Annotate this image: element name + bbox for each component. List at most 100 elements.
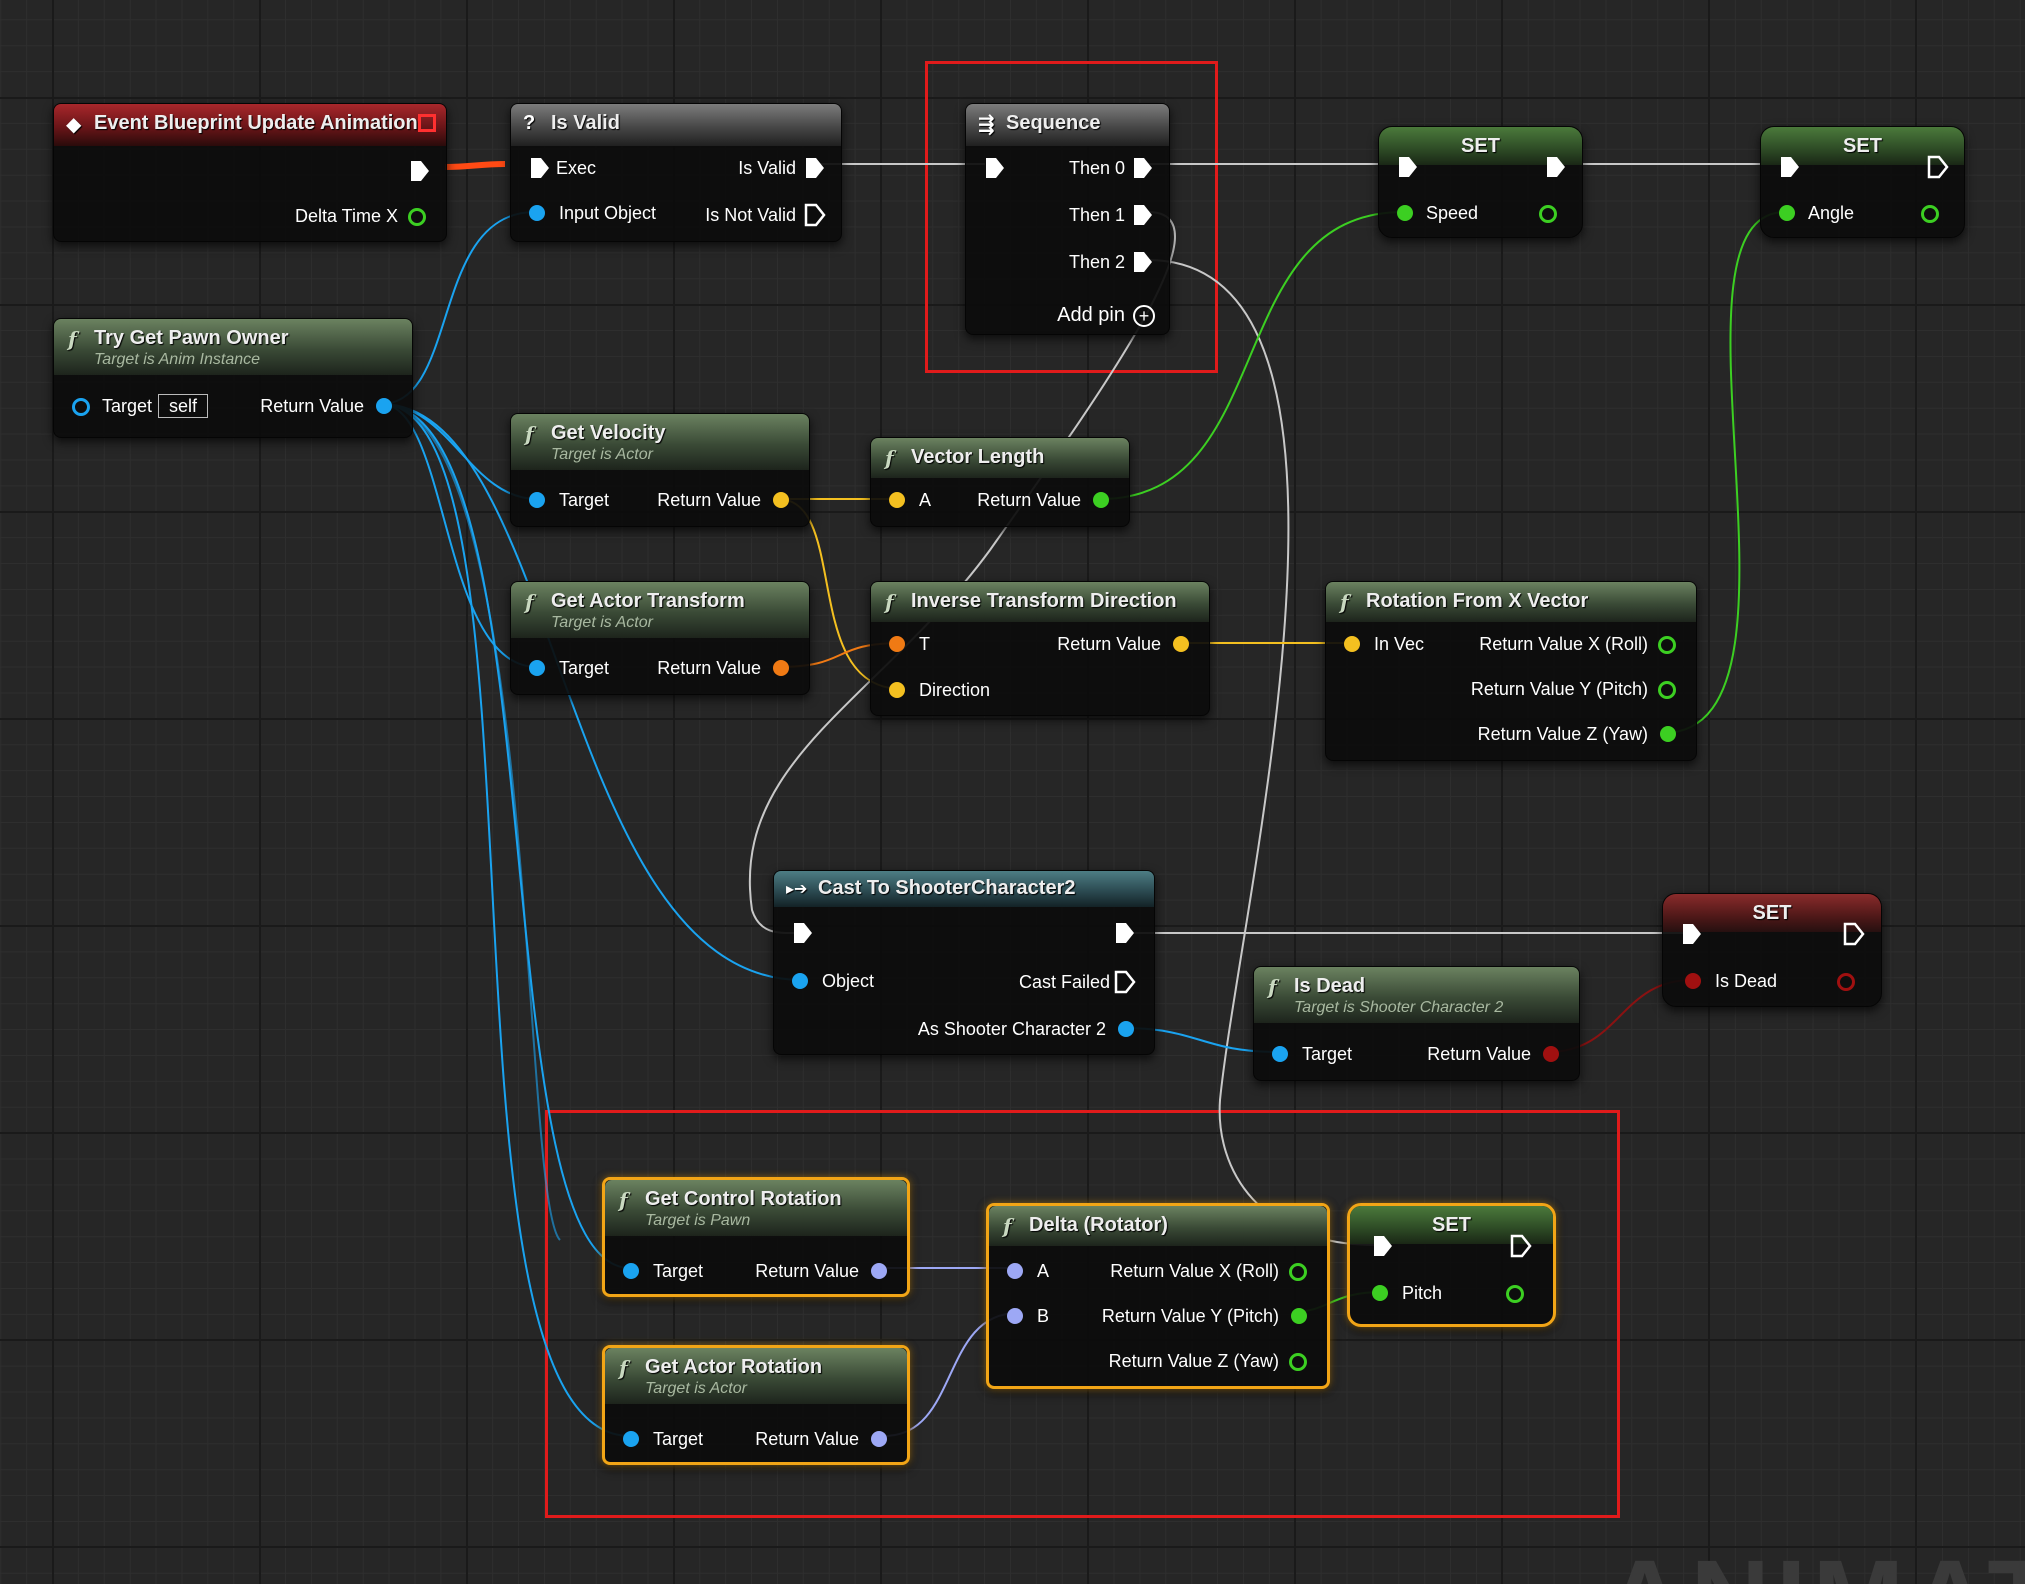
node-get-actor-rotation[interactable]: f Get Actor Rotation Target is Actor Tar…: [602, 1345, 910, 1465]
pin-return-value[interactable]: [871, 1263, 887, 1279]
pin-label-then0: Then 0: [1068, 158, 1125, 178]
pin-pitch[interactable]: [1291, 1308, 1307, 1324]
pin-is-dead-out[interactable]: [1837, 973, 1855, 991]
pin-in-vec[interactable]: [1344, 636, 1360, 652]
pin-label-return-value: Return Value: [755, 1261, 859, 1281]
pin-angle-in[interactable]: [1779, 205, 1795, 221]
wire-float-yaw-angle: [1662, 211, 1786, 734]
node-get-control-rotation[interactable]: f Get Control Rotation Target is Pawn Ta…: [602, 1177, 910, 1297]
node-header: f Delta (Rotator): [989, 1206, 1327, 1246]
pin-return-value[interactable]: [1093, 492, 1109, 508]
pin-target[interactable]: [72, 398, 90, 416]
pin-target[interactable]: [1272, 1046, 1288, 1062]
pin-return-value[interactable]: [773, 660, 789, 676]
pin-label-return-value: Return Value: [977, 490, 1081, 510]
node-vector-length[interactable]: f Vector Length A Return Value: [870, 437, 1130, 527]
sequence-icon: ⇶: [978, 114, 995, 136]
node-title: Inverse Transform Direction: [911, 590, 1177, 612]
pin-label-exec: Exec: [556, 158, 597, 178]
pin-label-pitch: Return Value Y (Pitch): [1470, 679, 1648, 699]
node-event-update-animation[interactable]: ◆ Event Blueprint Update Animation Delta…: [53, 103, 447, 242]
pin-is-dead-in[interactable]: [1685, 973, 1701, 989]
cast-arrow-icon: ▸➔: [786, 881, 808, 898]
pin-label-return-value: Return Value: [755, 1429, 859, 1449]
pin-pitch-out[interactable]: [1506, 1285, 1524, 1303]
node-header: ▸➔ Cast To ShooterCharacter2: [774, 871, 1154, 907]
node-title: SET: [1752, 902, 1792, 924]
node-delta-rotator[interactable]: f Delta (Rotator) A Return Value X (Roll…: [986, 1203, 1330, 1389]
pin-pitch-in[interactable]: [1372, 1285, 1388, 1301]
node-header: f Get Control Rotation Target is Pawn: [605, 1180, 907, 1236]
event-diamond-icon: ◆: [66, 114, 82, 136]
pin-return-value[interactable]: [871, 1431, 887, 1447]
node-is-valid[interactable]: ? Is Valid Exec Is Valid Input Object Is…: [510, 103, 842, 242]
function-icon: f: [525, 422, 534, 446]
pin-label-b: B: [1037, 1306, 1050, 1326]
node-set-speed[interactable]: SET Speed: [1378, 126, 1583, 238]
node-title: Rotation From X Vector: [1366, 590, 1589, 612]
node-subtitle: Target is Pawn: [645, 1212, 751, 1229]
node-title: Event Blueprint Update Animation: [94, 112, 418, 134]
pin-return-value[interactable]: [773, 492, 789, 508]
node-sequence[interactable]: ⇶ Sequence Then 0 Then 1 Then 2 Add pin+: [965, 103, 1170, 335]
pin-label-target: Target: [559, 490, 610, 510]
node-header: f Rotation From X Vector: [1326, 582, 1696, 622]
pin-label-cast-failed: Cast Failed: [1018, 972, 1110, 992]
node-set-pitch[interactable]: SET Pitch: [1347, 1203, 1556, 1327]
node-get-actor-transform[interactable]: f Get Actor Transform Target is Actor Ta…: [510, 581, 810, 695]
pin-speed-out[interactable]: [1539, 205, 1557, 223]
pin-roll[interactable]: [1658, 636, 1676, 654]
pin-label-a: A: [1037, 1261, 1050, 1281]
pin-return-value[interactable]: [1543, 1046, 1559, 1062]
function-icon: f: [885, 446, 894, 470]
pin-target[interactable]: [529, 660, 545, 676]
pin-target[interactable]: [529, 492, 545, 508]
node-try-get-pawn-owner[interactable]: f Try Get Pawn Owner Target is Anim Inst…: [53, 318, 413, 438]
pin-t[interactable]: [889, 636, 905, 652]
pin-angle-out[interactable]: [1921, 205, 1939, 223]
pin-label-target: Target: [559, 658, 610, 678]
node-header: f Get Actor Rotation Target is Actor: [605, 1348, 907, 1404]
function-icon: f: [619, 1356, 628, 1380]
pin-yaw[interactable]: [1660, 726, 1676, 742]
pin-as-shooter[interactable]: [1118, 1021, 1134, 1037]
function-icon: f: [1340, 590, 1349, 614]
node-title: Get Actor Transform: [551, 590, 745, 612]
wire-obj-pawn-controlrot: [380, 403, 631, 1269]
pin-delta-time[interactable]: [408, 208, 426, 226]
self-field[interactable]: self: [158, 394, 209, 418]
node-is-dead[interactable]: f Is Dead Target is Shooter Character 2 …: [1253, 966, 1580, 1081]
add-pin-button[interactable]: Add pin+: [1057, 303, 1155, 327]
pin-target[interactable]: [623, 1263, 639, 1279]
pin-label-target: Target: [653, 1429, 704, 1449]
pin-label-delta-time: Delta Time X: [294, 206, 398, 226]
node-header: f Inverse Transform Direction: [871, 582, 1209, 622]
node-cast-to-shootercharacter2[interactable]: ▸➔ Cast To ShooterCharacter2 Object Cast…: [773, 870, 1155, 1055]
question-mark-icon: ?: [523, 112, 536, 134]
pin-label-t: T: [919, 634, 930, 654]
pin-yaw[interactable]: [1289, 1353, 1307, 1371]
pin-a[interactable]: [889, 492, 905, 508]
pin-label-return-value: Return Value: [657, 658, 761, 678]
node-get-velocity[interactable]: f Get Velocity Target is Actor Target Re…: [510, 413, 810, 527]
pin-target[interactable]: [623, 1431, 639, 1447]
pin-return-value[interactable]: [1173, 636, 1189, 652]
node-subtitle: Target is Actor: [551, 446, 653, 463]
node-set-is-dead[interactable]: SET Is Dead: [1662, 893, 1882, 1007]
pin-direction[interactable]: [889, 682, 905, 698]
pin-pitch[interactable]: [1658, 681, 1676, 699]
node-rotation-from-x-vector[interactable]: f Rotation From X Vector In Vec Return V…: [1325, 581, 1697, 761]
add-circle-icon: +: [1133, 304, 1155, 327]
node-inverse-transform-direction[interactable]: f Inverse Transform Direction T Return V…: [870, 581, 1210, 716]
wire-float-length-speed: [1099, 211, 1404, 500]
pin-input-object[interactable]: [529, 205, 545, 221]
node-subtitle: Target is Anim Instance: [94, 351, 261, 368]
wire-obj-pawn-controlrot-2: [380, 403, 561, 1241]
pin-roll[interactable]: [1289, 1263, 1307, 1281]
pin-speed-in[interactable]: [1397, 205, 1413, 221]
pin-object[interactable]: [792, 973, 808, 989]
node-set-angle[interactable]: SET Angle: [1760, 126, 1965, 238]
pin-a[interactable]: [1007, 1263, 1023, 1279]
pin-b[interactable]: [1007, 1308, 1023, 1324]
pin-return-value[interactable]: [376, 398, 392, 414]
